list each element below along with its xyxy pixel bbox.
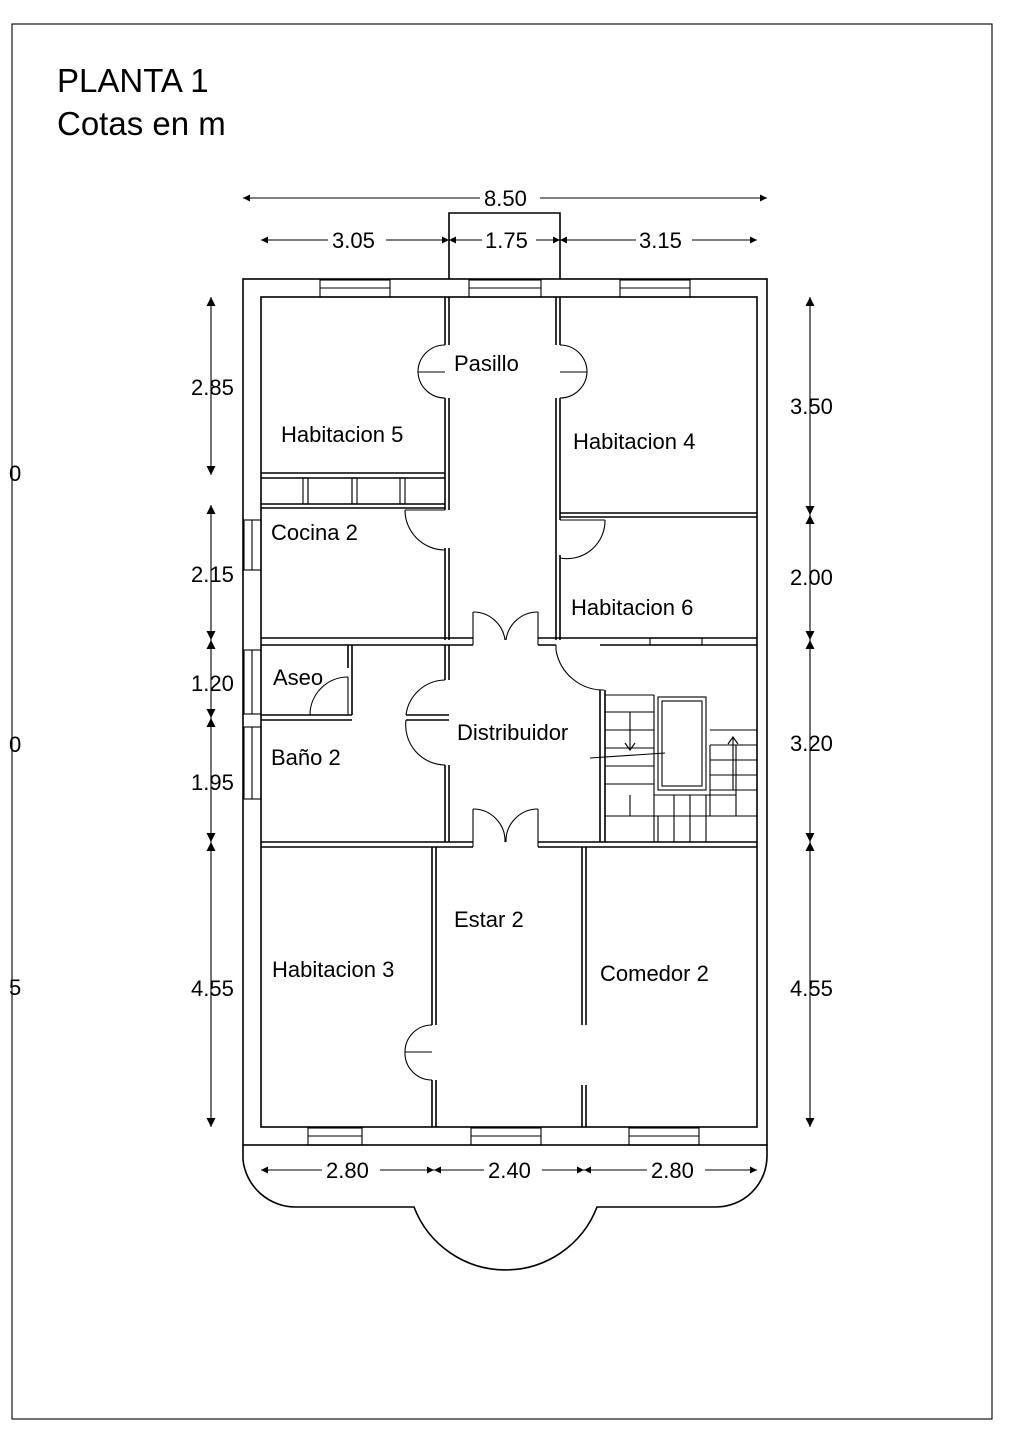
label-comedor-2: Comedor 2 (600, 961, 709, 986)
plan-units: Cotas en m (57, 105, 226, 142)
label-habitacion-3: Habitacion 3 (272, 957, 394, 982)
bottom-windows (307, 1127, 700, 1146)
label-habitacion-5: Habitacion 5 (281, 422, 403, 447)
plan-title: PLANTA 1 (57, 62, 209, 99)
dim-bottom-mid: 2.40 (488, 1158, 531, 1183)
dim-top-left: 3.05 (332, 228, 375, 253)
label-habitacion-4: Habitacion 4 (573, 429, 695, 454)
dim-left-3: 1.20 (191, 671, 234, 696)
dim-right-3: 3.20 (790, 731, 833, 756)
dim-bottom-left: 2.80 (326, 1158, 369, 1183)
label-bano-2: Baño 2 (271, 745, 341, 770)
dim-right-4: 4.55 (790, 976, 833, 1001)
staircase (589, 694, 757, 842)
balcony (242, 1145, 768, 1271)
dim-left-1: 2.85 (191, 375, 234, 400)
dim-left-5: 4.55 (191, 976, 234, 1001)
edge-fragment-c: 5 (9, 975, 21, 1000)
dim-right-2: 2.00 (790, 565, 833, 590)
label-habitacion-6: Habitacion 6 (571, 595, 693, 620)
dim-top-right: 3.15 (639, 228, 682, 253)
top-windows (319, 279, 691, 298)
edge-fragment-b: 0 (9, 732, 21, 757)
dim-left-4: 1.95 (191, 770, 234, 795)
edge-fragment-a: 0 (9, 461, 21, 486)
room-labels: Pasillo Habitacion 5 Habitacion 4 Cocina… (271, 351, 709, 986)
sheet-frame (11, 23, 993, 1420)
label-cocina-2: Cocina 2 (271, 520, 358, 545)
dimension-labels: 8.50 3.05 1.75 3.15 2.85 2.15 1.20 1.95 … (191, 186, 833, 1183)
doors (309, 344, 606, 1081)
label-aseo: Aseo (273, 665, 323, 690)
interior-walls (261, 297, 757, 1127)
dim-top-total: 8.50 (484, 186, 527, 211)
label-estar-2: Estar 2 (454, 907, 524, 932)
dim-top-mid: 1.75 (485, 228, 528, 253)
dim-bottom-right: 2.80 (651, 1158, 694, 1183)
dim-left-2: 2.15 (191, 562, 234, 587)
left-windows (243, 519, 262, 800)
label-distribuidor: Distribuidor (457, 720, 568, 745)
label-pasillo: Pasillo (454, 351, 519, 376)
dim-right-1: 3.50 (790, 394, 833, 419)
